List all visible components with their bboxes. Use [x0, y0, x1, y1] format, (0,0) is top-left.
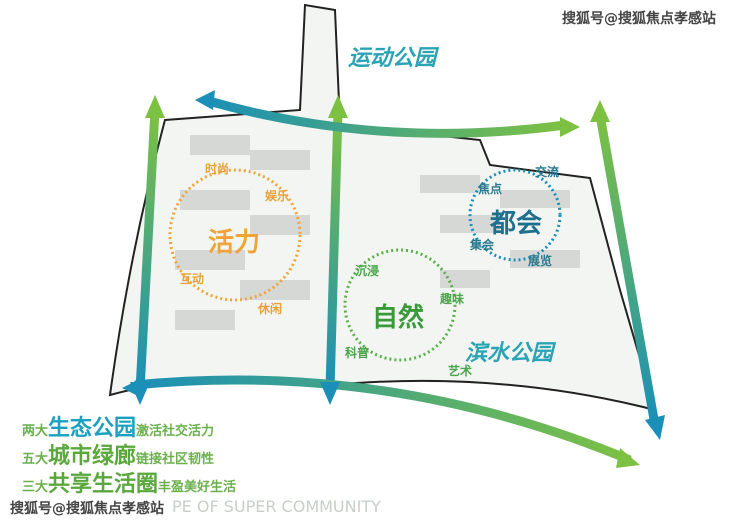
zone-tag: 艺术 — [448, 364, 473, 378]
nature-circle — [343, 248, 457, 362]
subtitle: PE OF SUPER COMMUNITY — [172, 497, 381, 516]
zone-tag: 集会 — [470, 238, 495, 252]
waterfront-park-label: 滨水公园 — [465, 341, 554, 366]
zone-nature-title: 自然 — [372, 303, 425, 333]
zone-tag: 娱乐 — [265, 189, 290, 203]
urban-circle — [468, 168, 562, 262]
zone-urban-title: 都会 — [490, 209, 543, 239]
zone-tag: 焦点 — [478, 182, 503, 196]
legend-item: 五大城市绿廊链接社区韧性 — [22, 444, 215, 469]
legend-item: 三大共享生活圈丰盈美好生活 — [22, 472, 237, 497]
buildings — [175, 135, 580, 330]
zone-tag: 时尚 — [205, 162, 230, 176]
legend-item: 两大生态公园激活社交活力 — [22, 416, 215, 441]
zone-vitality-title: 活力 — [208, 228, 261, 258]
zone-tag: 沉浸 — [355, 264, 380, 278]
zone-tag: 互动 — [180, 272, 205, 286]
watermark: 搜狐号@搜狐焦点孝感站 — [10, 501, 164, 517]
zone-tag: 趣味 — [440, 292, 465, 306]
watermark: 搜狐号@搜狐焦点孝感站 — [562, 11, 716, 27]
arrow-heads — [122, 90, 665, 468]
zone-tag: 交流 — [535, 165, 560, 179]
green-corridor-arrows — [134, 95, 660, 465]
zone-tag: 休闲 — [258, 302, 283, 316]
sports-park-label: 运动公园 — [348, 46, 437, 71]
zone-tag: 展览 — [528, 254, 553, 268]
zone-tag: 科普 — [345, 346, 370, 360]
vitality-circle — [168, 168, 302, 302]
